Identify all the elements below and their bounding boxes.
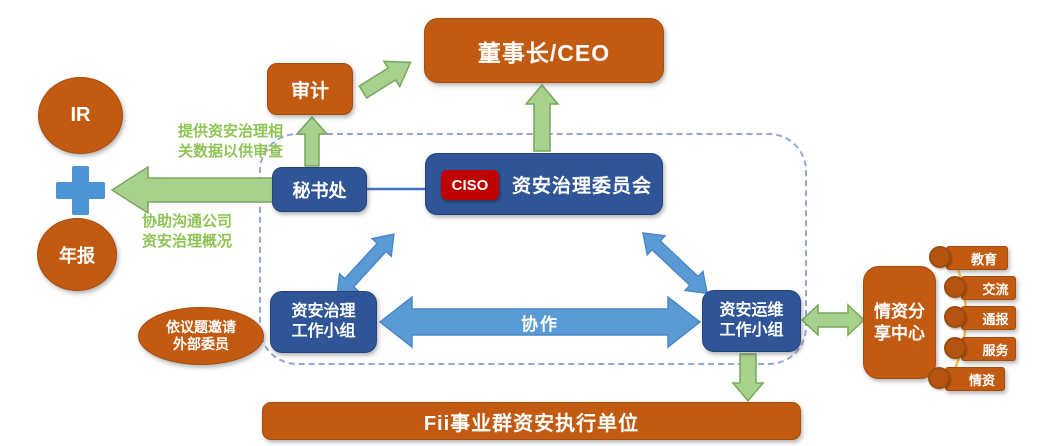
- intel-center-line2: 享中心: [874, 323, 925, 343]
- intel-center-line1: 情资分: [874, 302, 925, 322]
- pill-education-dot: [929, 246, 951, 268]
- external-members-node: 依议题邀请 外部委员: [138, 307, 264, 365]
- governance-workgroup-line1: 资安治理: [291, 303, 356, 320]
- assist-communication-note-line1: 协助沟通公司: [142, 213, 233, 230]
- external-members-line1: 依议题邀请: [166, 318, 236, 335]
- chairman-ceo-label: 董事长/CEO: [477, 39, 611, 66]
- ir-node: IR: [38, 77, 123, 154]
- governance-workgroup-node: 资安治理 工作小组: [270, 291, 377, 353]
- arrow-ops-intel-center: [800, 303, 866, 337]
- annual-report-node: 年报: [37, 218, 117, 291]
- plus-icon: [56, 166, 105, 215]
- provide-data-note: 提供资安治理相 关数据以供审查: [178, 122, 283, 162]
- pill-exchange-dot: [944, 276, 966, 298]
- pill-exchange: 交流: [961, 276, 1016, 300]
- assist-communication-note: 协助沟通公司 资安治理概况: [142, 212, 232, 252]
- pill-notification: 通报: [961, 306, 1016, 330]
- pill-education-label: 教育: [970, 251, 997, 267]
- pill-intel: 情资: [945, 367, 1005, 391]
- annual-report-label: 年报: [59, 245, 95, 266]
- ciso-badge: CISO: [441, 170, 499, 200]
- ops-workgroup-line1: 资安运维: [719, 302, 784, 319]
- external-members-line2: 外部委员: [173, 336, 229, 352]
- collaboration-label: 协作: [521, 314, 559, 334]
- pill-notification-label: 通报: [982, 311, 1009, 327]
- pill-education: 教育: [946, 246, 1008, 270]
- pill-service-label: 服务: [982, 342, 1009, 358]
- intel-sharing-center-node: 情资分 享中心: [863, 266, 936, 379]
- committee-node: CISO 资安治理委员会: [425, 153, 663, 215]
- governance-workgroup-line2: 工作小组: [291, 323, 356, 340]
- provide-data-note-line1: 提供资安治理相: [178, 123, 284, 140]
- provide-data-note-line2: 关数据以供审查: [178, 143, 284, 160]
- pill-notification-dot: [944, 306, 966, 328]
- ops-workgroup-node: 资安运维 工作小组: [702, 290, 801, 352]
- execution-unit-bar: Fii事业群资安执行单位: [262, 402, 801, 440]
- audit-node: 审计: [267, 63, 353, 115]
- audit-label: 审计: [290, 80, 329, 102]
- pill-intel-dot: [928, 367, 950, 389]
- ops-workgroup-line2: 工作小组: [719, 322, 784, 339]
- collaboration-label-wrap: 协作: [490, 311, 590, 334]
- pill-intel-label: 情资: [968, 372, 995, 388]
- committee-label: 资安治理委员会: [512, 175, 653, 197]
- secretariat-node: 秘书处: [272, 167, 367, 212]
- arrow-audit-to-ceo: [358, 60, 412, 99]
- pill-exchange-label: 交流: [982, 281, 1009, 297]
- assist-communication-note-line2: 资安治理概况: [142, 233, 233, 250]
- execution-unit-label: Fii事业群资安执行单位: [423, 412, 640, 435]
- pill-service: 服务: [961, 337, 1016, 361]
- secretariat-label: 秘书处: [292, 180, 347, 201]
- ir-label: IR: [70, 104, 91, 126]
- chairman-ceo-node: 董事长/CEO: [424, 18, 664, 83]
- ciso-label: CISO: [451, 176, 489, 194]
- pill-service-dot: [944, 337, 966, 359]
